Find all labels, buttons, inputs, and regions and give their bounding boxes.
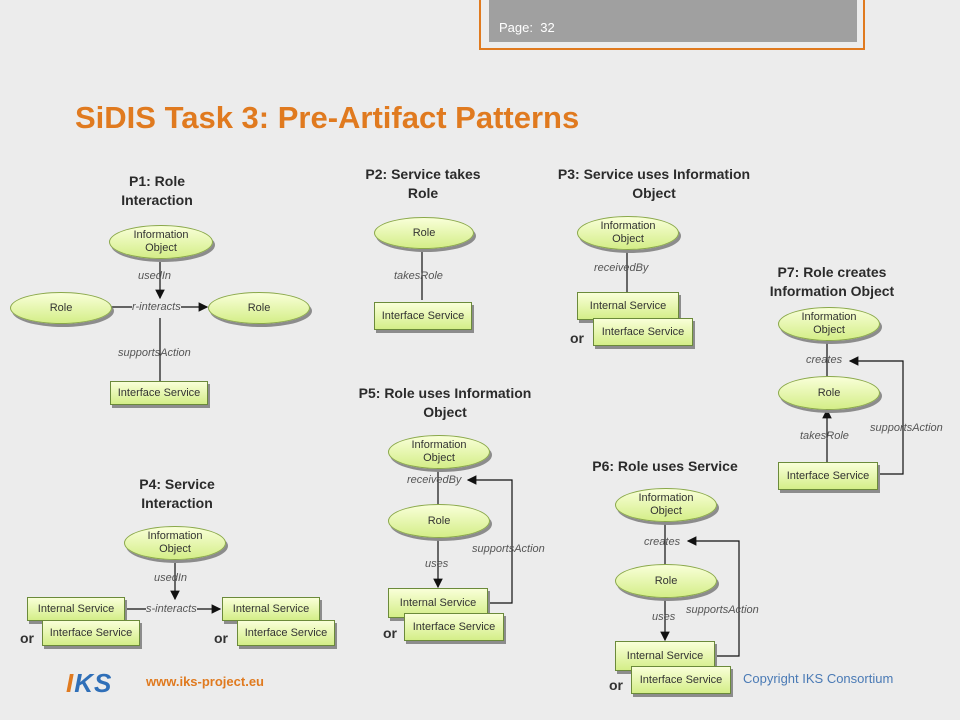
copyright-text: Copyright IKS Consortium: [743, 671, 894, 686]
page-number: 32: [540, 20, 555, 35]
p3-interface-service: Interface Service: [593, 318, 693, 346]
p1-interface-service: Interface Service: [110, 381, 208, 405]
p7-title: P7: Role creates Information Object: [769, 264, 895, 299]
p7-role: Role: [778, 376, 880, 410]
p2-takesrole-label: takesRole: [394, 270, 443, 282]
page-number-box: Page: 32: [479, 0, 865, 50]
p6-supportsaction-label: supportsAction: [686, 604, 759, 616]
p1-r-interacts-label: r-interacts: [132, 301, 181, 313]
p4-information-object: Information Object: [124, 526, 226, 560]
project-url-link[interactable]: www.iks-project.eu: [146, 674, 264, 689]
p5-information-object: Information Object: [388, 435, 490, 469]
p2-role: Role: [374, 217, 474, 249]
p7-information-object: Information Object: [778, 307, 880, 341]
p5-supportsaction-label: supportsAction: [472, 543, 545, 555]
p5-receivedby-label: receivedBy: [407, 474, 462, 486]
p4-interface-service-left: Interface Service: [42, 620, 140, 646]
p3-information-object: Information Object: [577, 216, 679, 250]
slide-title: SiDIS Task 3: Pre-Artifact Patterns: [75, 100, 580, 135]
p1-role-left: Role: [10, 292, 112, 324]
p5-title: P5: Role uses Information Object: [358, 385, 532, 420]
p1-role-right: Role: [208, 292, 310, 324]
p4-or-right: or: [214, 630, 228, 646]
p6-role: Role: [615, 564, 717, 598]
p4-internal-service-right: Internal Service: [222, 597, 320, 621]
p3-or-label: or: [570, 330, 584, 346]
p6-information-object: Information Object: [615, 488, 717, 522]
p4-s-interacts-label: s-interacts: [146, 603, 197, 615]
p2-interface-service: Interface Service: [374, 302, 472, 330]
p3-receivedby-label: receivedBy: [594, 262, 649, 274]
p4-or-left: or: [20, 630, 34, 646]
p6-uses-label: uses: [652, 611, 676, 623]
p7-takesrole-label: takesRole: [800, 430, 849, 442]
logo-text: KS: [74, 668, 113, 698]
p4-title: P4: Service Interaction: [139, 476, 215, 511]
p1-information-object: Information Object: [109, 225, 213, 259]
p7-creates-label: creates: [806, 354, 843, 366]
iks-logo[interactable]: IKS: [66, 668, 113, 698]
page-label: Page: 32: [499, 20, 555, 35]
p4-internal-service-left: Internal Service: [27, 597, 125, 621]
p1-supportsaction-label: supportsAction: [118, 347, 191, 359]
p3-internal-service: Internal Service: [577, 292, 679, 320]
p1-title: P1: Role Interaction: [121, 173, 193, 208]
p6-creates-label: creates: [644, 536, 681, 548]
p6-interface-service: Interface Service: [631, 666, 731, 694]
p6-title: P6: Role uses Service: [592, 458, 738, 474]
p4-usedin-label: usedIn: [154, 572, 188, 584]
p5-or-label: or: [383, 625, 397, 641]
p5-uses-label: uses: [425, 558, 449, 570]
p7-interface-service: Interface Service: [778, 462, 878, 490]
p2-title: P2: Service takes Role: [365, 166, 481, 201]
p4-interface-service-right: Interface Service: [237, 620, 335, 646]
p5-interface-service: Interface Service: [404, 613, 504, 641]
p1-usedin-label: usedIn: [138, 270, 172, 282]
p6-or-label: or: [609, 677, 623, 693]
p5-role: Role: [388, 504, 490, 538]
p7-supportsaction-label: supportsAction: [870, 422, 943, 434]
page-number-bar: Page: 32: [489, 0, 857, 42]
p3-title: P3: Service uses Information Object: [557, 166, 751, 201]
